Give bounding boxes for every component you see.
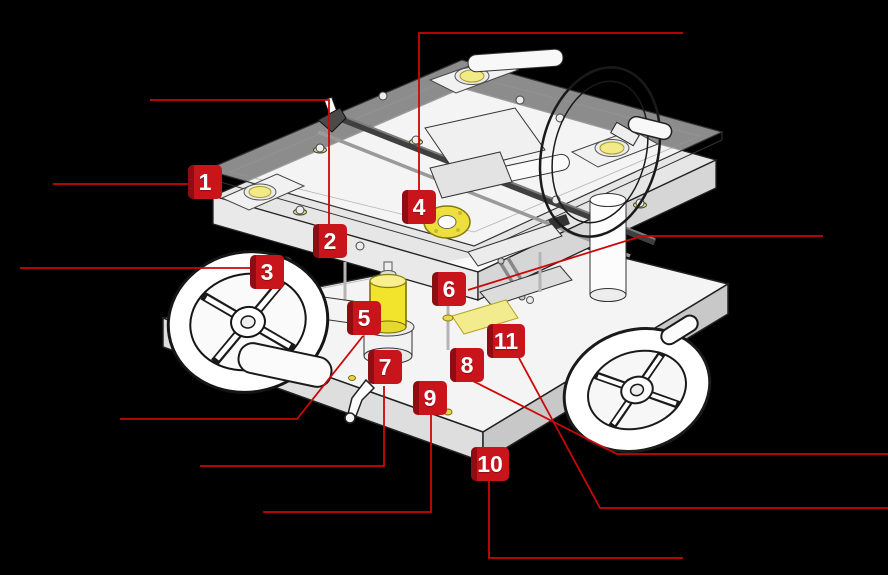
toggle-clamp: [451, 214, 573, 335]
rear-clamp-lever: [317, 96, 347, 133]
left-handwheel-grip: [237, 342, 333, 388]
callout-2: 2: [313, 224, 347, 258]
callout-6: 6: [432, 272, 466, 306]
callout-5: 5: [347, 301, 381, 335]
corner-bushing-left: [220, 173, 306, 211]
rear-crank-wheel: [538, 66, 673, 238]
center-mechanism: [423, 48, 570, 239]
left-handwheel: [166, 250, 362, 394]
right-handwheel-knob: [660, 314, 699, 346]
right-post-cylinder: [589, 193, 627, 302]
callout-3: 3: [250, 255, 284, 289]
right-handwheel: [562, 314, 712, 453]
release-lever: [347, 378, 376, 417]
callout-1: 1: [188, 165, 222, 199]
callout-11: 11: [487, 324, 525, 358]
crank-handle: [627, 115, 673, 141]
callout-8: 8: [450, 348, 484, 382]
callout-9: 9: [413, 381, 447, 415]
callout-7: 7: [368, 350, 402, 384]
leader-lines: [20, 32, 888, 559]
callout-4: 4: [402, 190, 436, 224]
table-assembly: [204, 48, 724, 350]
callout-10: 10: [471, 447, 509, 481]
